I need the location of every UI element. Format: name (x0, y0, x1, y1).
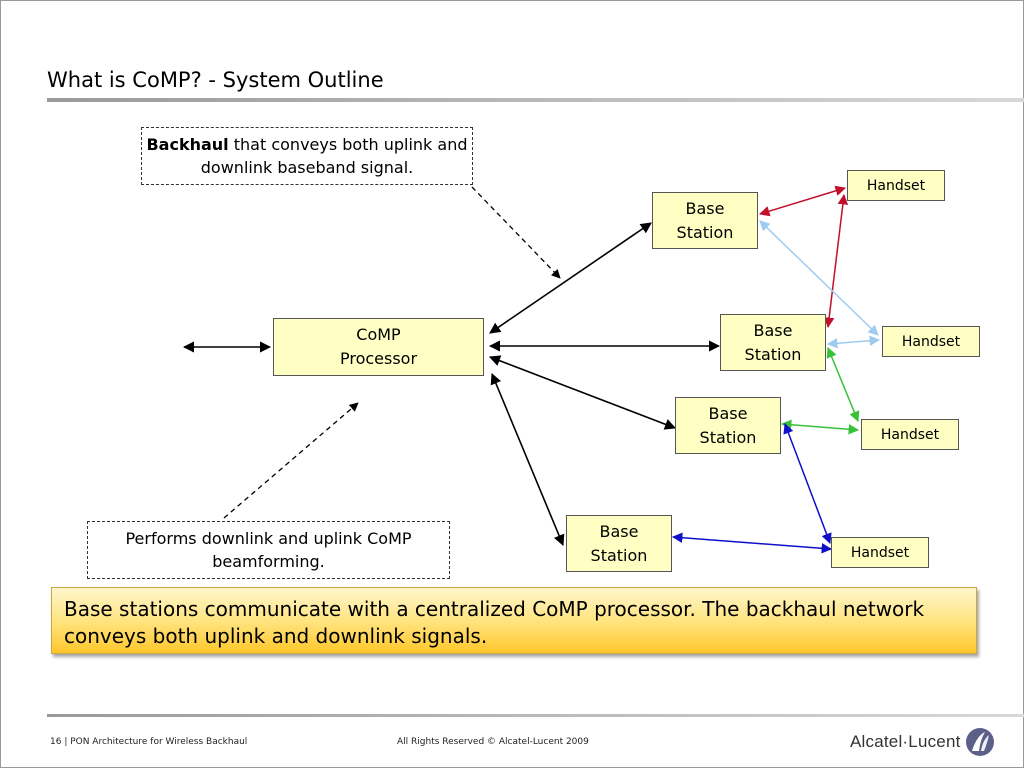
wireless-link-lightblue-bs1-h2 (759, 220, 879, 336)
base-station-label-line2: Station (699, 427, 757, 447)
footer-copyright: All Rights Reserved © Alcatel-Lucent 200… (397, 737, 589, 747)
processor-note-text: Performs downlink and uplink CoMP beamfo… (125, 529, 412, 571)
summary-callout-text: Base stations communicate with a central… (64, 597, 925, 648)
footer-divider (47, 714, 1024, 717)
base-station-label-line1: Base (753, 320, 793, 340)
base-station-3: Base Station (675, 397, 781, 454)
wireless-link-green-bs3-h3 (780, 419, 860, 435)
slide-title: What is CoMP? - System Outline (47, 68, 384, 92)
wireless-link-red-bs2-h1 (823, 193, 849, 329)
company-logo-icon (965, 728, 994, 756)
wireless-link-green-bs2-h3 (826, 347, 860, 422)
wireless-link-red-bs1-h1 (758, 185, 847, 217)
comp-processor-label-line2: Processor (339, 349, 418, 368)
handset-1: Handset (847, 170, 945, 201)
wireless-link-blue-bs3-h4 (783, 423, 832, 544)
wireless-link-blue-bs4-h4 (671, 532, 833, 554)
base-station-label-line2: Station (676, 222, 734, 242)
title-divider (47, 98, 1024, 102)
backhaul-note-bold: Backhaul (146, 135, 229, 154)
processor-note-pointer (223, 402, 359, 519)
summary-callout: Base stations communicate with a central… (51, 587, 977, 654)
base-station-4: Base Station (566, 515, 672, 572)
handset-label: Handset (901, 333, 961, 350)
backhaul-link-bs4 (490, 372, 565, 547)
backhaul-note-pointer (471, 186, 561, 279)
base-station-label-line2: Station (590, 545, 648, 565)
handset-label: Handset (850, 544, 910, 561)
comp-processor-box: CoMP Processor (273, 318, 484, 376)
base-station-label-line2: Station (744, 344, 802, 364)
backhaul-note-text: that conveys both uplink and downlink ba… (200, 135, 468, 177)
base-station-1: Base Station (652, 192, 758, 249)
backhaul-link-bs1 (489, 222, 652, 334)
base-station-label-line1: Base (685, 198, 725, 218)
base-station-label-line1: Base (599, 521, 639, 541)
base-station-2: Base Station (720, 314, 826, 371)
handset-label: Handset (880, 426, 940, 443)
comp-processor-label-line1: CoMP (356, 325, 401, 344)
handset-label: Handset (866, 177, 926, 194)
wireless-link-lightblue-bs2-h2 (826, 335, 881, 349)
company-logo: Alcatel·Lucent (850, 726, 995, 758)
processor-note: Performs downlink and uplink CoMP beamfo… (87, 521, 450, 579)
backhaul-link-bs3 (488, 355, 677, 430)
base-station-label-line1: Base (708, 403, 748, 423)
backhaul-note: Backhaul that conveys both uplink and do… (141, 127, 473, 185)
handset-4: Handset (831, 537, 929, 568)
handset-2: Handset (882, 326, 980, 357)
footer-page-info: 16 | PON Architecture for Wireless Backh… (50, 737, 248, 747)
company-logo-text: Alcatel·Lucent (850, 732, 961, 751)
handset-3: Handset (861, 419, 959, 450)
